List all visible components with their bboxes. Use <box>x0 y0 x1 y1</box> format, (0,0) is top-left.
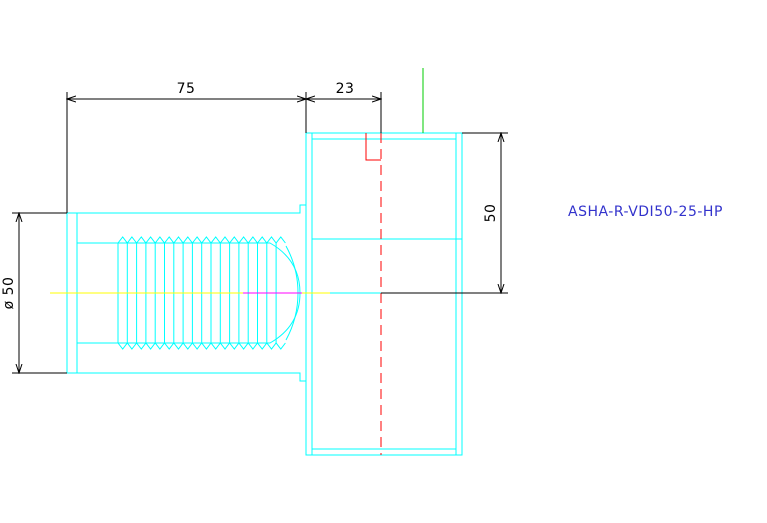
key-slot-red <box>365 133 381 161</box>
part-label: ASHA-R-VDI50-25-HP <box>568 204 723 220</box>
dim-shank-diameter: ø 50 <box>1 277 17 310</box>
dim-shank-length: 75 <box>177 81 196 97</box>
tool-head <box>305 132 463 456</box>
dimension-lines <box>12 92 508 373</box>
dim-head-radius: 50 <box>483 204 499 223</box>
dim-head-offset: 23 <box>336 81 355 97</box>
